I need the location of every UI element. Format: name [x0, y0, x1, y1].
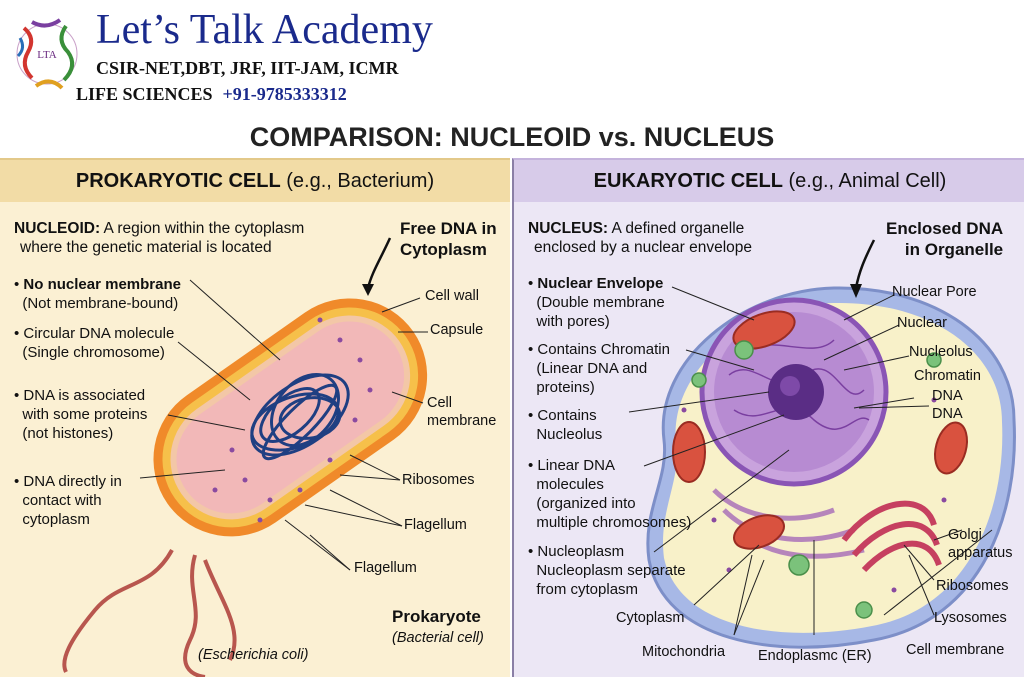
- label-mitochondria: Mitochondria: [642, 644, 726, 660]
- brand-title: Let’s Talk Academy: [96, 7, 433, 53]
- species-label: (Escherichia coli): [198, 647, 309, 663]
- golgi-shape: [841, 500, 942, 573]
- flagellum-left: [62, 549, 174, 673]
- label-nuclear-pore: Nuclear Pore: [892, 284, 977, 300]
- bullet-linear-dna: • Linear DNA molecules (organized into m…: [528, 457, 692, 531]
- label-cell-wall: Cell wall: [425, 288, 479, 304]
- logo-text: LTA: [37, 49, 57, 61]
- brand-subject: LIFE SCIENCES: [76, 84, 213, 104]
- flagellum-right: [203, 559, 237, 661]
- label-dna-1: DNA: [932, 388, 963, 404]
- bullet-circular-dna: • Circular DNA molecule (Single chromoso…: [14, 325, 175, 361]
- label-lysosomes: Lysosomes: [934, 610, 1007, 626]
- prokaryote-header: PROKARYOTIC CELL (e.g., Bacterium): [0, 160, 510, 202]
- eukaryote-panel: EUKARYOTIC CELL (e.g., Animal Cell): [512, 158, 1024, 677]
- bacterium-illustration: [62, 237, 428, 677]
- brand-phone: +91-9785333312: [222, 84, 347, 104]
- label-chromatin: Chromatin: [914, 368, 981, 384]
- mitochondria-shapes: [672, 310, 968, 550]
- brand-exams: CSIR-NET,DBT, JRF, IIT-JAM, ICMR: [96, 58, 399, 78]
- label-flagellum-1: Flagellum: [404, 517, 467, 533]
- prokaryote-panel: PROKARYOTIC CELL (e.g., Bacterium): [0, 158, 510, 677]
- eukaryote-header: EUKARYOTIC CELL (e.g., Animal Cell): [514, 160, 1024, 202]
- label-cell-membrane: Cell membrane: [906, 642, 1005, 658]
- bullet-dna-proteins: • DNA is associated with some proteins (…: [14, 387, 148, 442]
- label-nuclear: Nuclear: [897, 315, 947, 331]
- label-flagellum-2: Flagellum: [354, 560, 417, 576]
- label-dna-2: DNA: [932, 406, 963, 422]
- bullet-chromatin: • Contains Chromatin (Linear DNA and pro…: [528, 341, 670, 396]
- label-ribosomes: Ribosomes: [402, 472, 475, 488]
- bullet-dna-contact: • DNA directly in contact with cytoplasm: [14, 473, 122, 528]
- bullet-nucleolus: • Contains Nucleolus: [528, 407, 603, 443]
- bullet-nuclear-envelope: • Nuclear Envelope (Double membrane with…: [528, 275, 665, 330]
- brand-subject-line: LIFE SCIENCES +91-9785333312: [76, 84, 347, 105]
- label-nucleolus: Nucleolus: [909, 344, 973, 360]
- academy-logo: LTA: [16, 18, 78, 90]
- main-title: COMPARISON: NUCLEOID vs. NUCLEUS: [249, 122, 775, 152]
- label-capsule: Capsule: [430, 322, 484, 338]
- cytoplasm-area: [176, 321, 405, 514]
- flagellum-middle: [183, 554, 206, 677]
- label-cytoplasm: Cytoplasm: [616, 610, 685, 626]
- label-er: Endoplasmc (ER): [758, 648, 872, 664]
- bullet-no-membrane: • No nuclear membrane (Not membrane-boun…: [14, 276, 181, 312]
- nucleoid-dna: [250, 372, 350, 461]
- bullet-nucleoplasm: • Nucleoplasm Nucleoplasm separate from …: [528, 543, 686, 598]
- label-ribosomes: Ribosomes: [936, 578, 1009, 594]
- prokaryote-footer-sub: (Bacterial cell): [392, 630, 484, 646]
- animal-cell-illustration: [628, 239, 1016, 649]
- prokaryote-footer: Prokaryote: [392, 607, 481, 626]
